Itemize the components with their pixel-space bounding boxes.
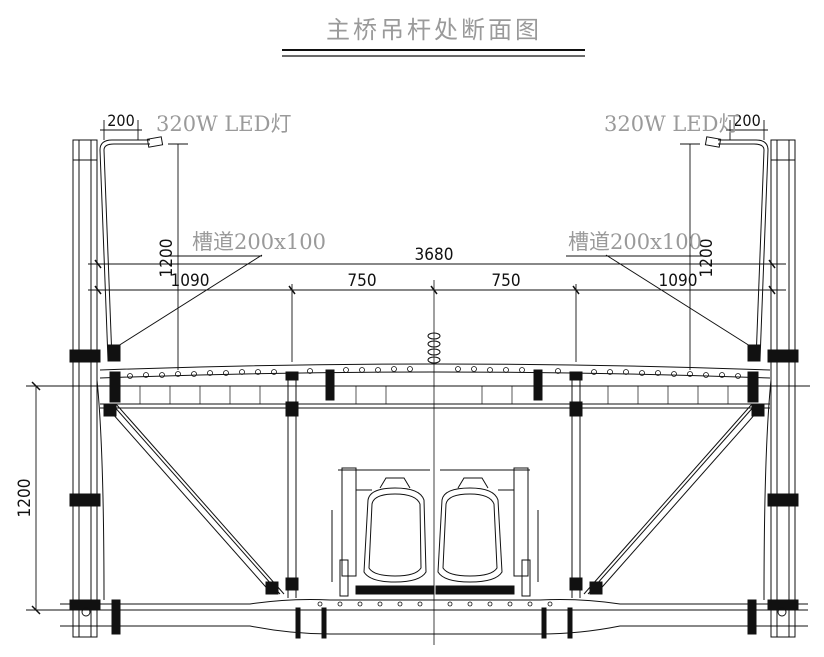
- drawing-title: 主桥吊杆处断面图: [326, 16, 542, 44]
- dim-segment-3: 750: [491, 271, 520, 291]
- right-arch-rib: [767, 139, 799, 638]
- dimension-lines: [31, 120, 786, 615]
- centre-insulator: [427, 332, 441, 364]
- left-train: [331, 467, 435, 597]
- label-trough-left: 槽道200x100: [192, 230, 326, 254]
- label-lamp-left: 320W LED灯: [156, 112, 291, 136]
- bottom-chord: [26, 599, 808, 635]
- deck-stiffeners: [109, 369, 759, 403]
- deck-ribs: [139, 386, 729, 404]
- right-edge-curve: [763, 379, 772, 601]
- dim-girder-depth: 1200: [15, 479, 35, 518]
- bottom-chord-bolts: [317, 601, 553, 607]
- label-trough-right: 槽道200x100: [568, 230, 702, 254]
- deck-slab: [26, 363, 810, 409]
- label-lamp-right: 320W LED灯: [604, 112, 739, 136]
- diagonal-braces: [103, 403, 765, 595]
- left-lamp-pole: [99, 136, 263, 362]
- dim-segment-4: 1090: [659, 271, 698, 291]
- deck-bolt-row: [127, 366, 741, 379]
- dim-segment-1: 1090: [171, 271, 210, 291]
- dim-total-width: 3680: [415, 245, 454, 265]
- left-edge-curve: [96, 379, 105, 601]
- dim-lamp-height-right: 1200: [697, 239, 717, 278]
- left-arch-rib: [69, 139, 101, 638]
- bottom-chord-blocks: [111, 599, 757, 639]
- dim-offset-right: 200: [733, 111, 760, 130]
- dim-offset-left: 200: [107, 111, 134, 130]
- dim-segment-2: 750: [347, 271, 376, 291]
- right-lamp-pole: [605, 136, 769, 362]
- inner-posts: [285, 372, 583, 598]
- right-train: [435, 467, 539, 597]
- dim-lamp-height-left: 1200: [157, 239, 177, 278]
